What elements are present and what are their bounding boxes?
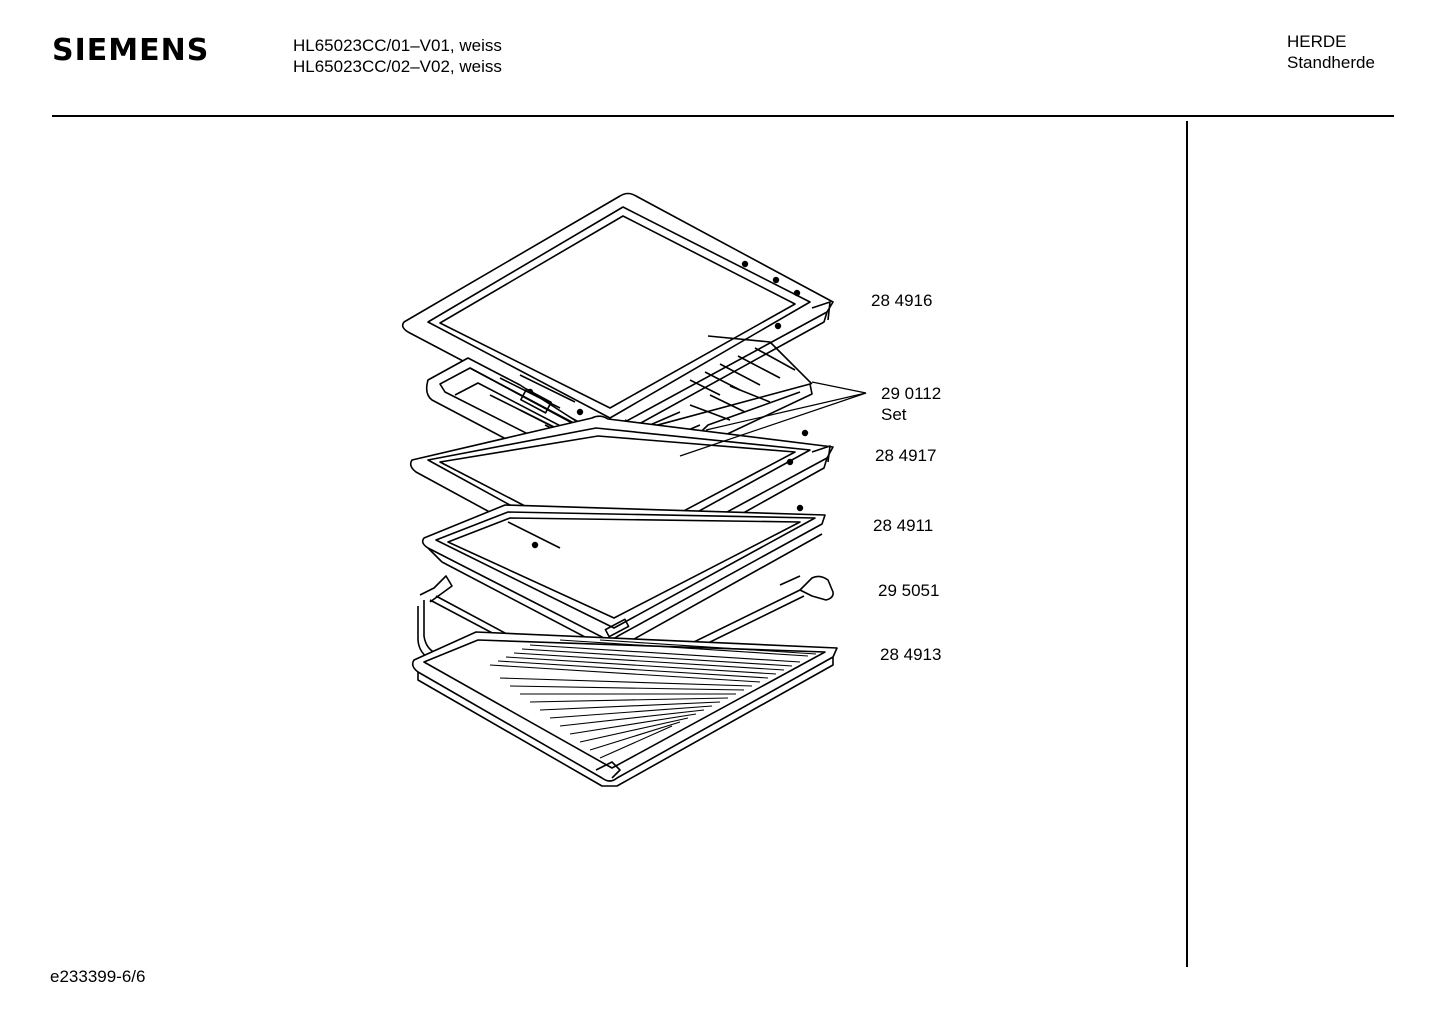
model-list: HL65023CC/01–V01, weiss HL65023CC/02–V02…: [293, 35, 502, 77]
part-number-label: 28 4911: [873, 515, 933, 536]
category-line: Standherde: [1287, 53, 1375, 72]
document-reference: e233399-6/6: [50, 967, 146, 986]
header-divider: [52, 115, 1394, 117]
model-line: HL65023CC/02–V02, weiss: [293, 57, 502, 76]
baking-tray-part: [401, 192, 834, 441]
leader-lines: [679, 381, 867, 457]
model-line: HL65023CC/01–V01, weiss: [293, 36, 502, 55]
product-category: HERDE Standherde: [1287, 31, 1375, 73]
part-number: 28 4917: [875, 446, 937, 465]
part-number-label: 29 0112 Set: [881, 383, 941, 425]
category-line: HERDE: [1287, 32, 1347, 51]
part-number-label: 29 5051: [878, 580, 939, 601]
wire-shelf-part: [411, 631, 838, 787]
part-number: 28 4916: [871, 291, 933, 310]
part-number-label: 28 4916: [871, 290, 932, 311]
part-number: 28 4913: [880, 645, 942, 664]
part-number: 29 5051: [878, 581, 940, 600]
part-number-label: 28 4913: [880, 644, 941, 665]
part-sub-label: Set: [881, 405, 907, 424]
part-number: 29 0112: [881, 384, 942, 403]
brand-logo: SIEMENS: [52, 33, 210, 68]
part-number: 28 4911: [873, 516, 934, 535]
side-divider: [1186, 121, 1188, 967]
part-number-label: 28 4917: [875, 445, 936, 466]
